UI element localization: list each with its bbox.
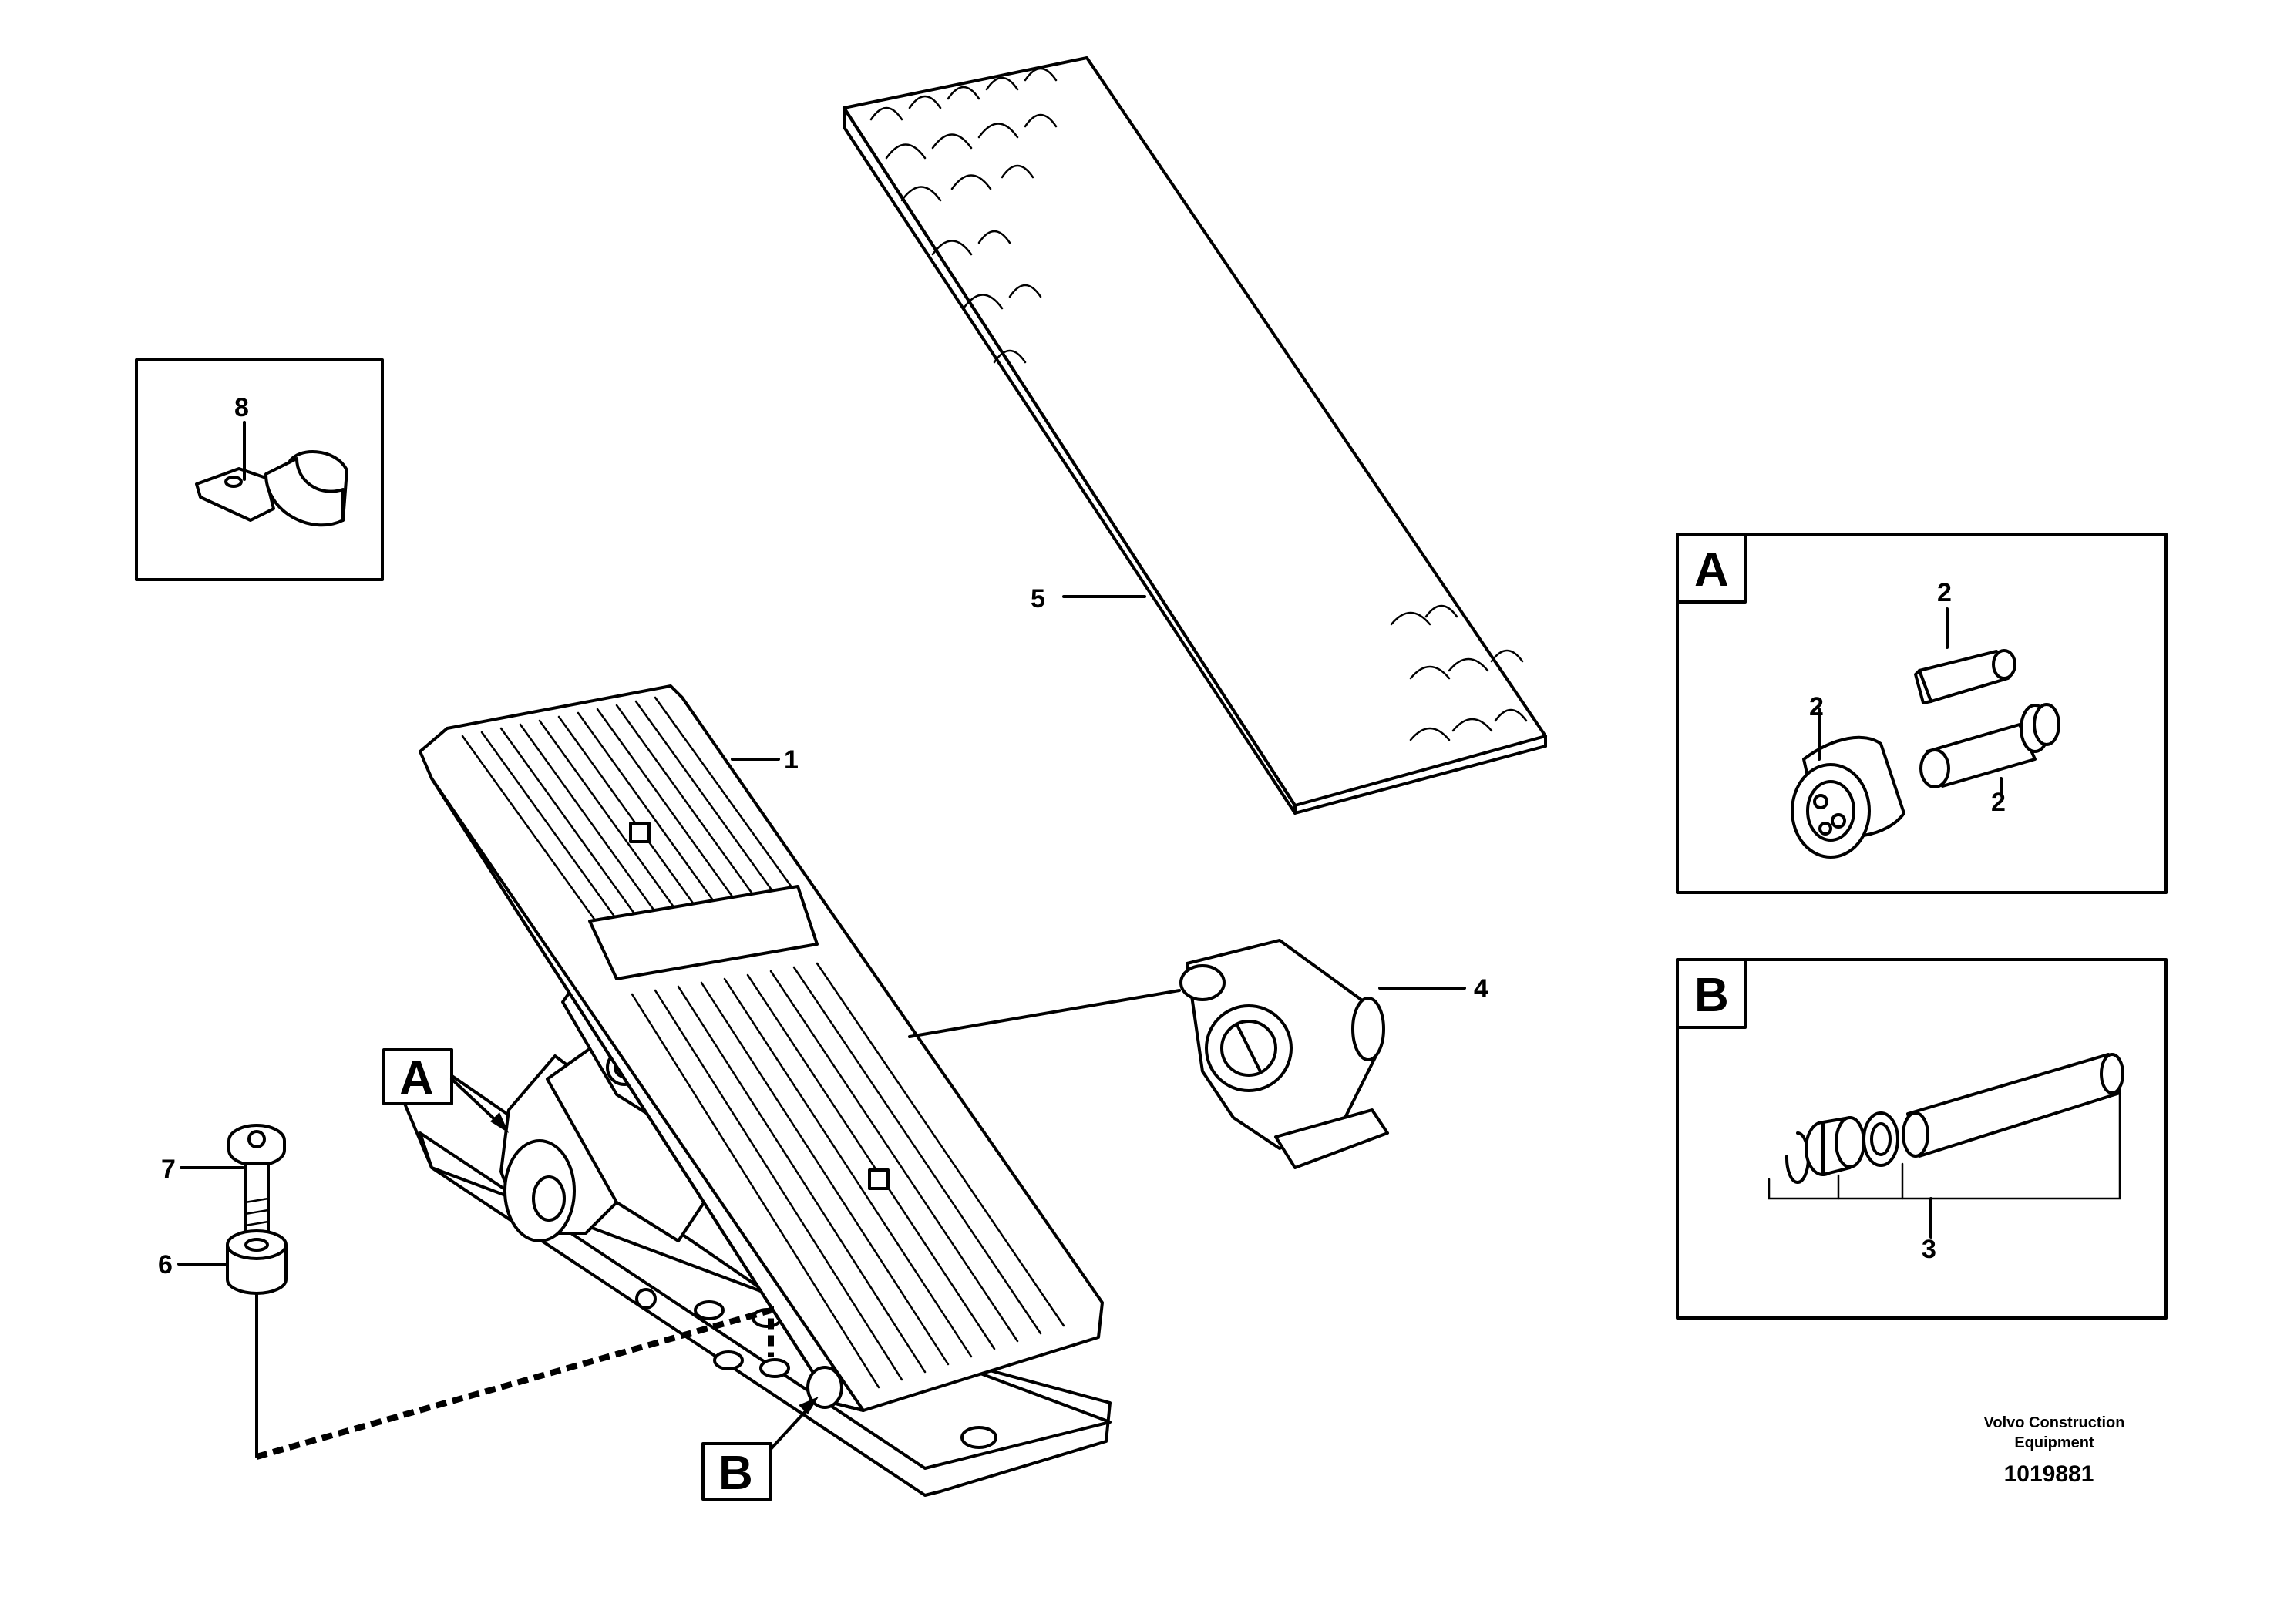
detail-b-tag [701, 1442, 772, 1501]
callout-3: 3 [1922, 1235, 1936, 1264]
callout-2-bushing: 2 [1809, 692, 1824, 721]
pin-icon [1919, 703, 2060, 788]
leader-lines [177, 421, 2003, 1266]
callout-7: 7 [161, 1155, 176, 1184]
credit-line-2: Equipment [2014, 1434, 2094, 1451]
circlip-icon [1784, 1131, 1810, 1184]
bushing-icon [1862, 1111, 1899, 1167]
callout-6: 6 [158, 1250, 173, 1279]
bushing-icon [1791, 735, 1906, 859]
callout-1: 1 [784, 745, 799, 775]
callout-8: 8 [234, 393, 249, 422]
detail-panel-b-letter: B [1694, 969, 1729, 1022]
pin-icon [1914, 649, 2016, 704]
credit-line-1: Volvo Construction [1984, 1414, 2125, 1431]
detail-panel-a-letter: A [1694, 543, 1729, 597]
callout-4: 4 [1474, 974, 1488, 1004]
pin-icon [1902, 1053, 2124, 1158]
detail-panel-a-tag [1676, 533, 1747, 604]
detail-panel-b-tag [1676, 958, 1747, 1029]
callout-2-pin: 2 [1991, 788, 2006, 817]
detail-a-letter: A [399, 1052, 434, 1105]
drawing-number: 1019881 [2004, 1461, 2094, 1487]
detail-b-letter: B [718, 1447, 753, 1500]
callout-5: 5 [1031, 584, 1045, 614]
tread-plate-icon [843, 56, 1547, 815]
detail-panel-a-frame [1676, 533, 2168, 894]
accelerator-pedal-icon [399, 684, 1112, 1497]
detail-a-tag [382, 1048, 453, 1105]
callout-2-top: 2 [1937, 578, 1952, 607]
detail-panel-b-frame [1676, 958, 2168, 1320]
bracket-clip-icon [195, 450, 348, 527]
pedal-sensor-icon [1179, 939, 1389, 1169]
mounting-path-line [255, 1306, 774, 1460]
bushing-icon [1805, 1116, 1865, 1176]
clip-detail-frame [135, 358, 384, 581]
spacer-icon [226, 1229, 288, 1295]
